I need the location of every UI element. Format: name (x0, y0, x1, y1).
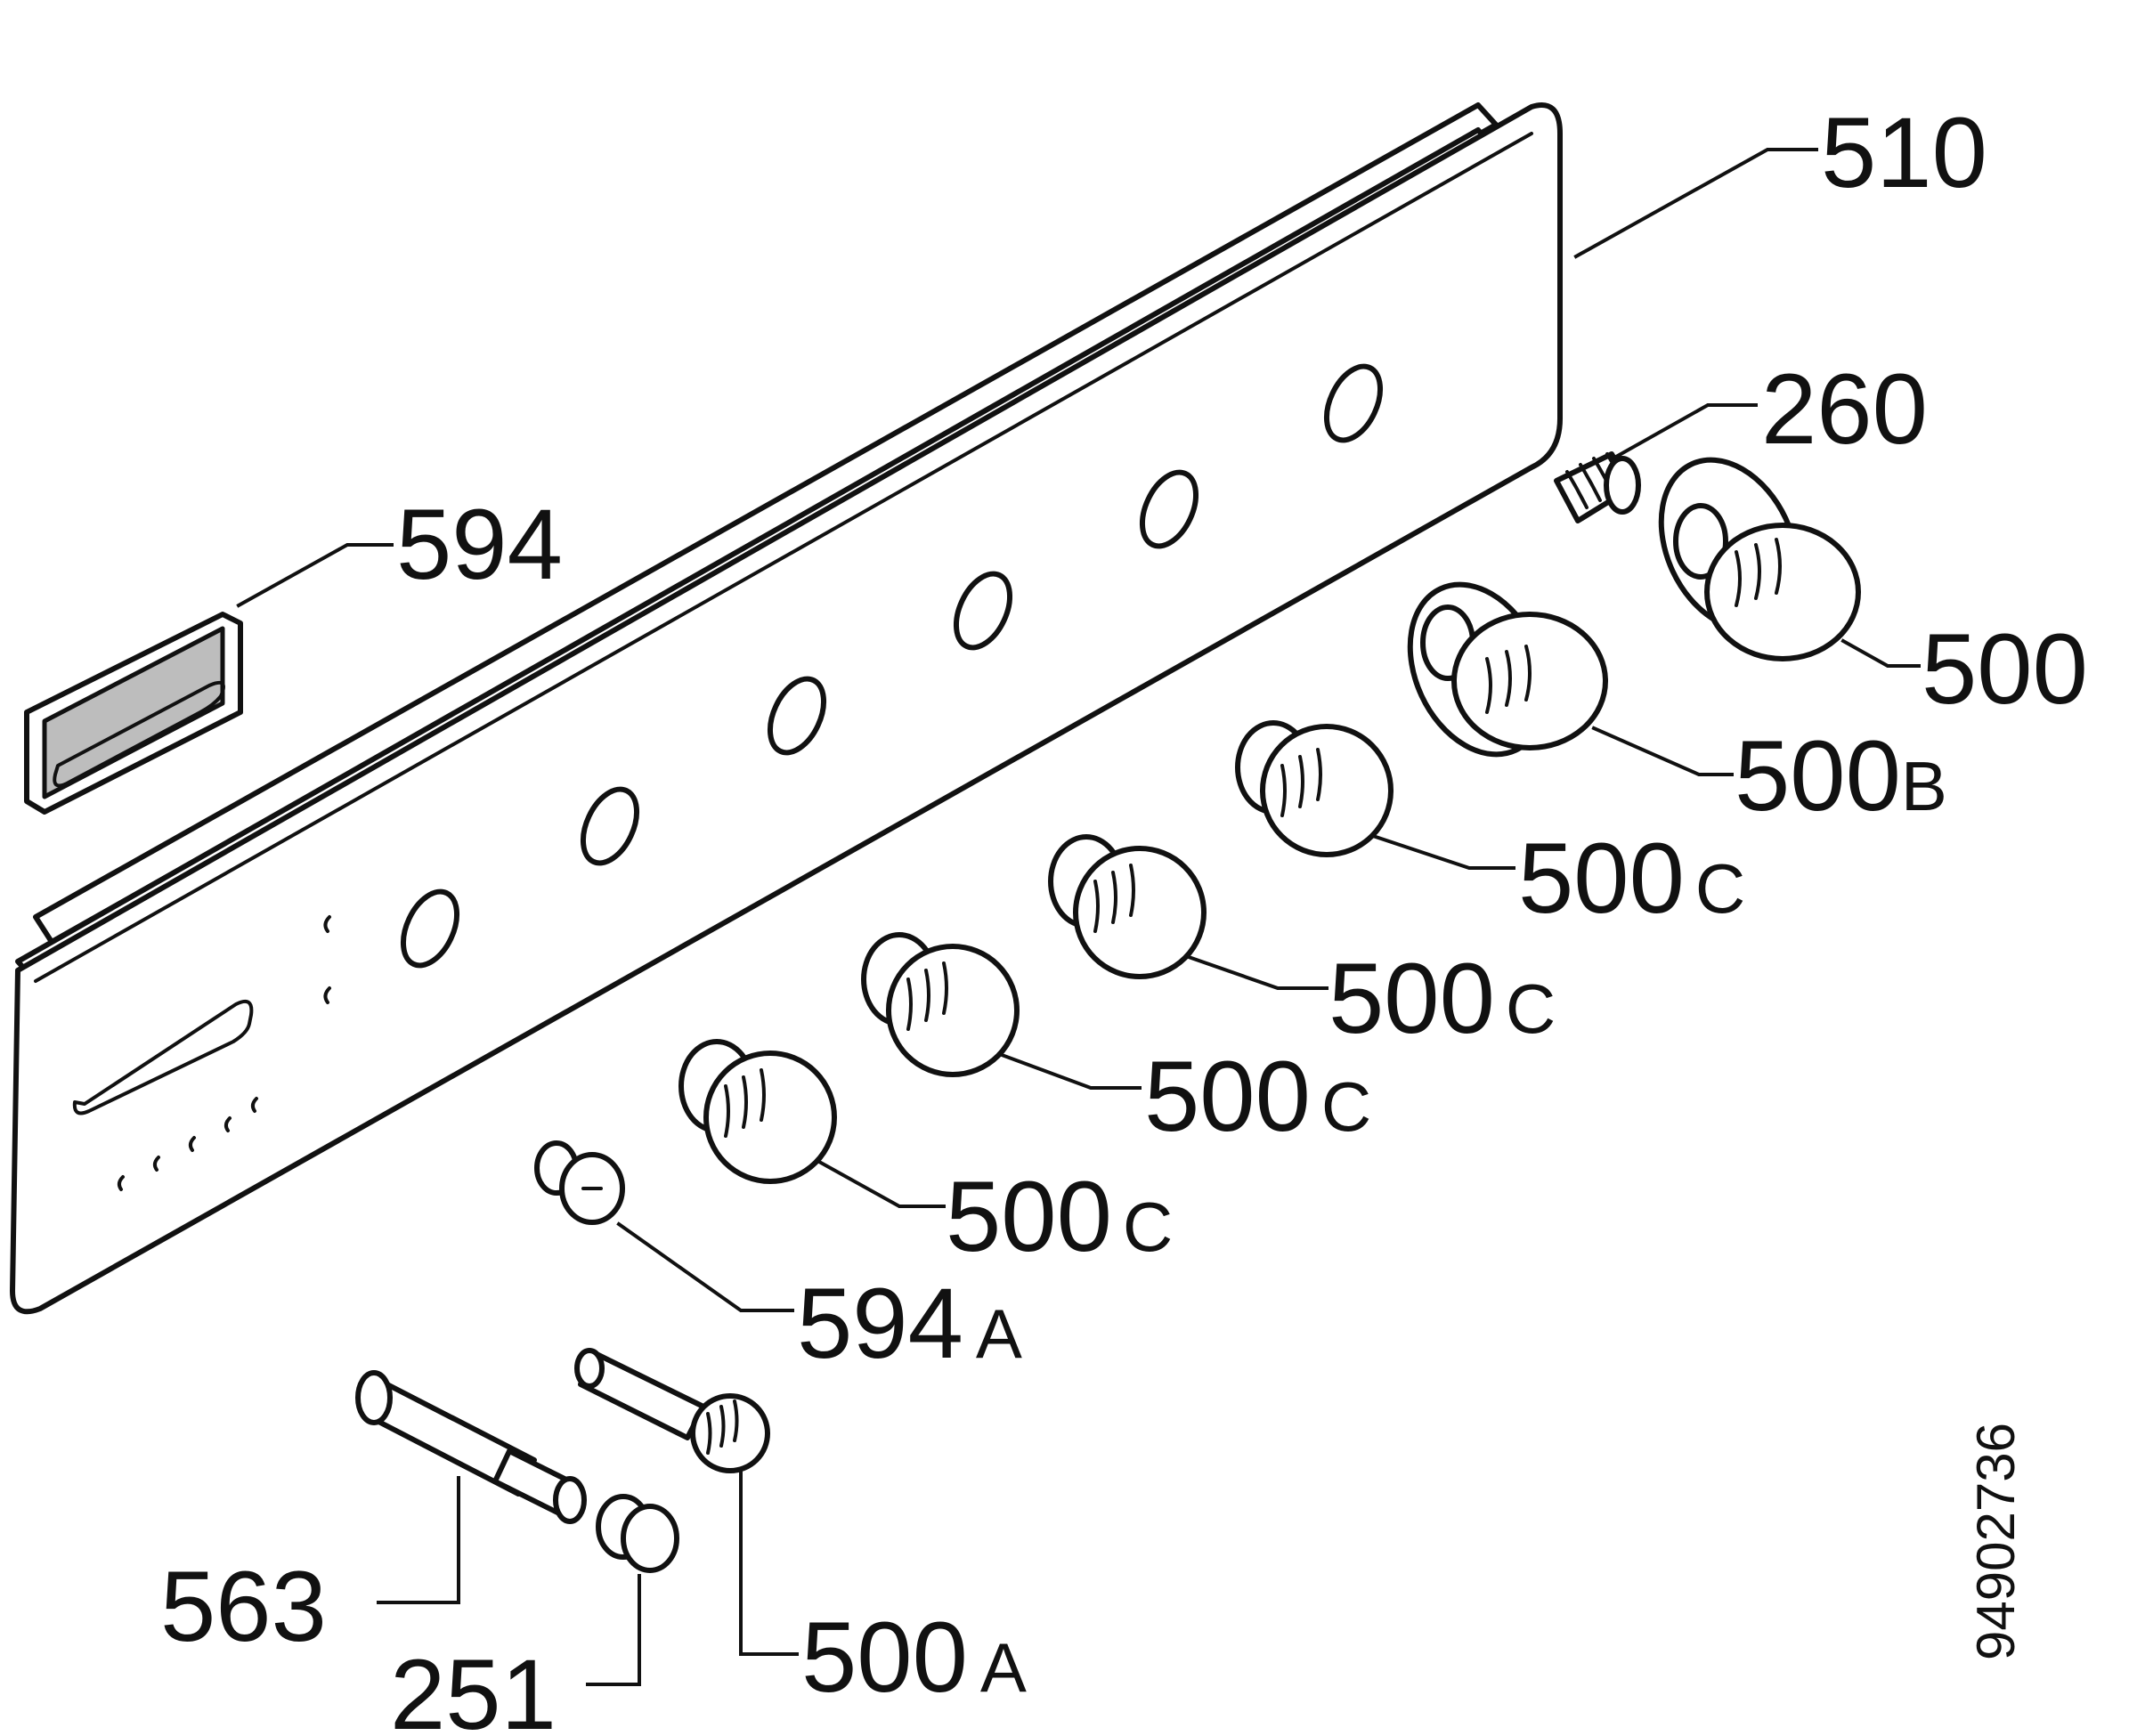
leader-500C-3 (999, 1052, 1142, 1090)
indicator-lights (117, 1097, 258, 1191)
leader-500C-4 (817, 1159, 946, 1208)
leader-500A (739, 1469, 799, 1656)
leader-500 (1840, 638, 1921, 668)
knob-hole-3 (767, 676, 827, 756)
callout-500: 500 (1922, 613, 2088, 725)
knob-500C-3 (861, 932, 1020, 1077)
shaft-knob-500A (574, 1348, 770, 1473)
leader-500B (1591, 726, 1734, 776)
leader-500C-1 (1373, 834, 1515, 870)
callout-500B: 500B (1735, 720, 1947, 831)
knob-500C-1 (1235, 720, 1394, 857)
knob-hole-4 (953, 571, 1013, 651)
knob-hole-6 (1323, 363, 1384, 443)
knob-500B (1407, 581, 1608, 758)
document-number: 94902736 (1966, 1423, 2026, 1660)
leader-594 (236, 543, 394, 608)
leader-260 (1613, 403, 1758, 459)
leader-594A (616, 1221, 794, 1312)
knob-500 (1658, 457, 1861, 661)
callout-251: 251 (390, 1639, 557, 1736)
display-window (72, 1000, 254, 1115)
callout-594: 594 (396, 489, 563, 600)
screw-251 (596, 1494, 679, 1573)
leader-251 (586, 1574, 641, 1686)
callout-510: 510 (1821, 97, 1987, 208)
control-panel (10, 102, 1563, 1315)
knob-500C-4 (678, 1039, 837, 1184)
spring-part (1554, 451, 1641, 523)
shaft-563 (355, 1370, 587, 1524)
knob-hole-2 (580, 786, 640, 866)
leader-563 (377, 1476, 460, 1604)
leader-500C-2 (1186, 954, 1329, 990)
button-594A (534, 1140, 625, 1225)
knob-500C-2 (1048, 834, 1207, 979)
knob-hole-5 (1139, 469, 1199, 549)
callout-563: 563 (160, 1551, 327, 1662)
leader-510 (1573, 148, 1818, 259)
knob-hole-1 (400, 888, 460, 969)
clip-part (24, 612, 243, 815)
callout-260: 260 (1761, 353, 1928, 465)
leader-lines (236, 148, 1921, 1686)
